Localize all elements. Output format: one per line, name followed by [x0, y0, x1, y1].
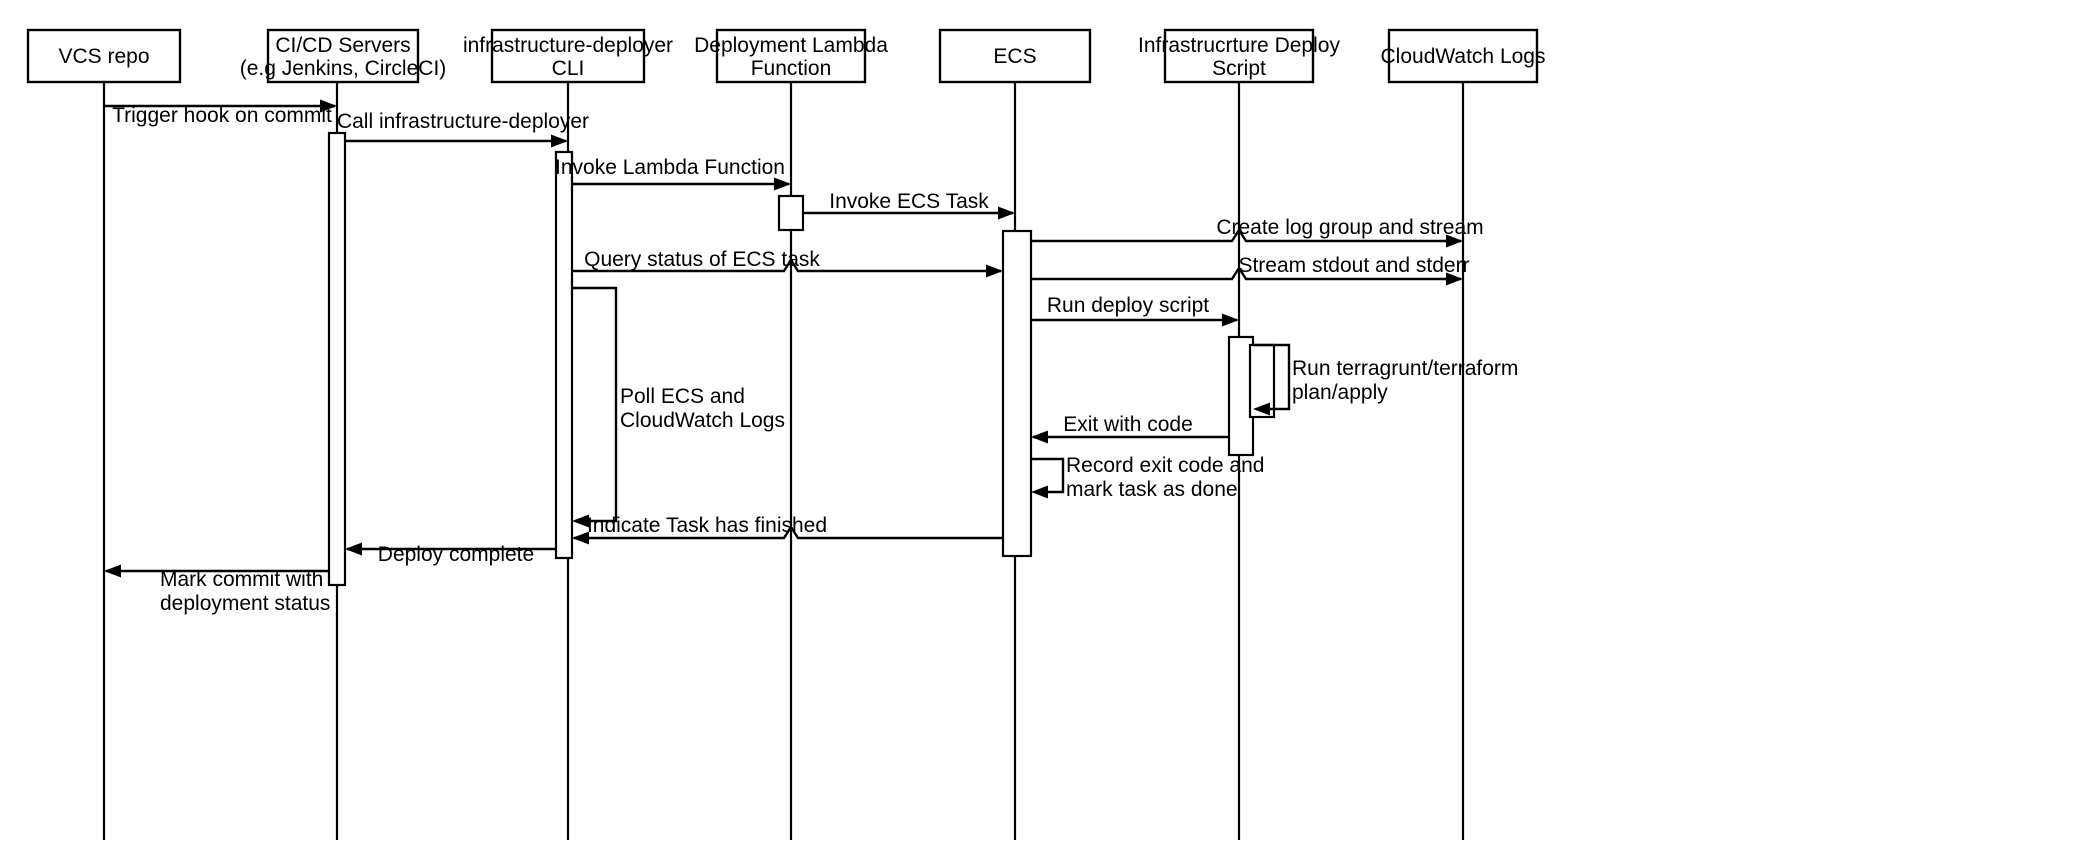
lifelines-layer: VCS repo CI/CD Servers(e.g Jenkins, Circl…: [26, 28, 1546, 840]
message-arrowhead-m2: [551, 134, 568, 148]
message-label-m2: Call infrastructure-deployer: [337, 110, 589, 133]
self-message-label-s3: mark task as done: [1066, 478, 1238, 501]
activation-bar-cli: [554, 150, 574, 560]
participant-box-vcs[interactable]: [26, 28, 182, 84]
activation-bar-script: [1248, 343, 1276, 419]
self-message-label-s3: Record exit code and: [1066, 454, 1264, 477]
message-m7: Stream stdout and stderr: [1031, 254, 1470, 286]
message-label-m3: Invoke Lambda Function: [555, 156, 785, 179]
message-arrowhead-m11: [345, 542, 362, 556]
activation-bar-lambda: [777, 194, 805, 232]
participant-label-vcs: VCS repo: [58, 45, 149, 68]
participant-box-logs[interactable]: [1387, 28, 1539, 84]
participant-label-cli: infrastructure-deployer: [463, 34, 673, 57]
message-line-m6: [572, 257, 1001, 273]
participant-box-ecs[interactable]: [938, 28, 1092, 84]
participant-label-ecs: ECS: [993, 45, 1036, 68]
participant-label-script: Script: [1212, 57, 1266, 80]
message-label-m7: Stream stdout and stderr: [1238, 254, 1469, 277]
participant-label-cicd: CI/CD Servers: [275, 34, 410, 57]
message-m12: [104, 564, 329, 578]
participant-box-script[interactable]: [1163, 28, 1315, 84]
message-m10: Indicate Task has finished: [572, 514, 1003, 545]
message-m3: Invoke Lambda Function: [555, 156, 791, 191]
self-loop-path-s2: [1253, 343, 1291, 411]
participant-vcs[interactable]: VCS repo: [26, 28, 182, 840]
message-label-m1: Trigger hook on commit: [112, 104, 332, 127]
self-message-label-s1: Poll ECS and: [620, 385, 745, 408]
message-arrowhead-m8: [1222, 313, 1239, 327]
message-line-m7: [1031, 265, 1461, 281]
message-m8: Run deploy script: [1031, 294, 1239, 327]
participant-box-cicd[interactable]: [266, 28, 420, 84]
message-label-m11: Deploy complete: [378, 543, 534, 566]
message-label-m5: Create log group and stream: [1216, 216, 1483, 239]
message-label-m10: Indicate Task has finished: [587, 514, 827, 537]
self-loop-path-s3: [1031, 457, 1065, 494]
self-loop-arrowhead-s3: [1031, 485, 1048, 499]
message-label-m9: Exit with code: [1063, 413, 1193, 436]
message-arrowhead-m7: [1446, 272, 1463, 286]
message-arrowhead-m12: [104, 564, 121, 578]
activation-bar-ecs: [1001, 229, 1033, 558]
self-loop-arrowhead-s1: [572, 514, 589, 528]
self-loop-arrowhead-s2: [1253, 402, 1270, 416]
message-arrowhead-m5: [1446, 234, 1463, 248]
participant-label-lambda: Deployment Lambda: [694, 34, 888, 57]
message-line-m5: [1031, 227, 1461, 243]
message-arrowhead-m9: [1031, 430, 1048, 444]
self-message-label-s2: Run terragrunt/terraform: [1292, 357, 1518, 380]
participant-label-logs: CloudWatch Logs: [1381, 45, 1546, 68]
participant-label-lambda: Function: [751, 57, 832, 80]
message-m2: Call infrastructure-deployer: [337, 110, 589, 148]
message-m5: Create log group and stream: [1031, 216, 1484, 248]
participant-label-script: Infrastrucrture Deploy: [1138, 34, 1340, 57]
activation-bar-cicd: [327, 131, 347, 587]
message-m9: Exit with code: [1031, 413, 1229, 444]
message-arrowhead-m1: [320, 99, 337, 113]
message-arrowhead-m10: [572, 531, 589, 545]
message-m1: Trigger hook on commit: [104, 99, 337, 127]
participant-box-lambda[interactable]: [715, 28, 867, 84]
activations-layer: [327, 131, 1276, 587]
message-label-m4: Invoke ECS Task: [829, 190, 989, 213]
participant-box-cli[interactable]: [490, 28, 646, 84]
message-arrowhead-m6: [986, 264, 1003, 278]
participant-label-cli: CLI: [552, 57, 585, 80]
message-label-m12: deployment status: [160, 592, 330, 615]
message-line-m10: [574, 524, 1003, 540]
message-label-m6: Query status of ECS task: [584, 248, 820, 271]
participant-label-cicd: (e.g Jenkins, CircleCI): [240, 57, 447, 80]
message-m11: Deploy complete: [345, 542, 556, 566]
message-label-m12: Mark commit with: [160, 568, 323, 591]
message-arrowhead-m4: [998, 206, 1015, 220]
message-m6: Query status of ECS task: [572, 248, 1003, 278]
self-loop-path-s1: [572, 286, 618, 523]
message-m4: Invoke ECS Task: [803, 190, 1015, 220]
self-message-label-s2: plan/apply: [1292, 381, 1388, 404]
self-message-label-s1: CloudWatch Logs: [620, 409, 785, 432]
participant-logs[interactable]: CloudWatch Logs: [1381, 28, 1546, 840]
message-arrowhead-m3: [774, 177, 791, 191]
message-label-m8: Run deploy script: [1047, 294, 1209, 317]
